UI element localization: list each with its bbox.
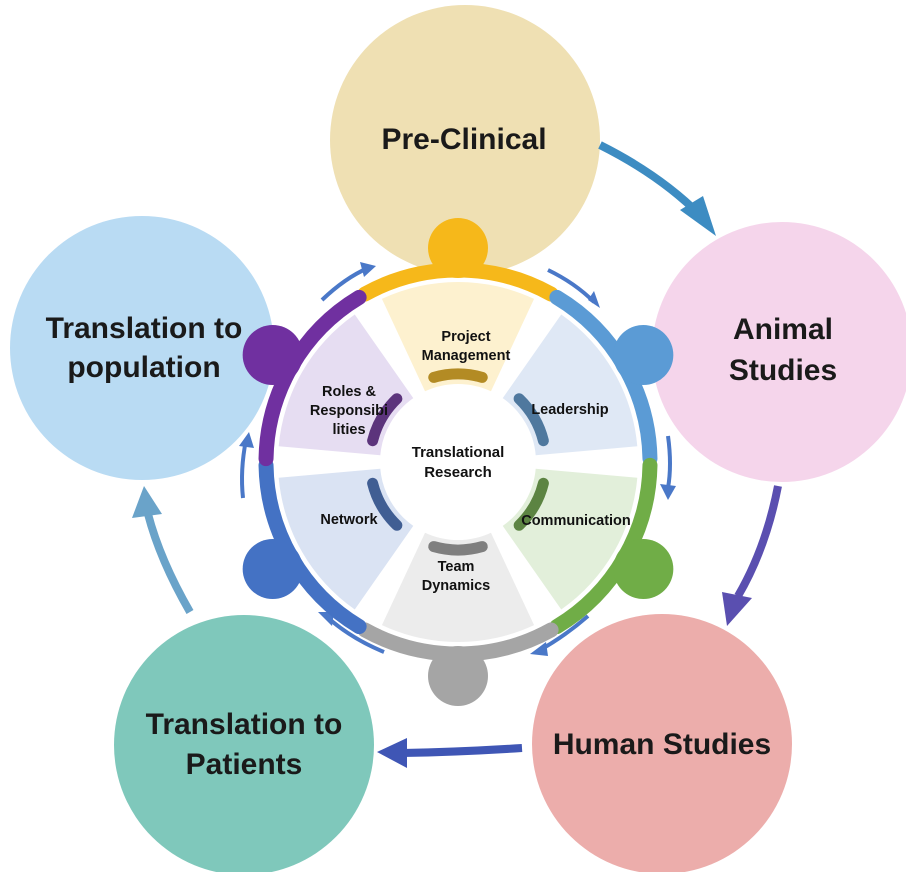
roles-responsibilities-label-line1: Roles & — [322, 384, 377, 400]
arrow-human-to-patients — [401, 744, 523, 757]
human-studies-label: Human Studies — [553, 728, 771, 761]
arrow-patients-to-population — [144, 512, 194, 614]
inner-arrowhead-3 — [660, 484, 676, 500]
network-sector — [278, 468, 414, 610]
arrowhead-patients-to-population — [132, 486, 162, 518]
center-circle — [388, 392, 528, 532]
stage-circles — [10, 5, 906, 872]
inner-arrowhead-6 — [239, 432, 254, 448]
pre-clinical-circle — [330, 5, 600, 275]
leadership-sector — [502, 314, 638, 456]
animal-studies-label-line1: Animal — [733, 313, 833, 346]
roles-responsibilities-label-line2: Responsibi — [310, 403, 388, 419]
center-label-line1: Translational — [412, 444, 505, 461]
network-person-head — [242, 539, 303, 599]
roles-responsibilities-label-line3: lities — [332, 422, 365, 438]
outer-arrows — [132, 141, 782, 768]
project-management-inner-arc — [428, 368, 488, 383]
translation-to-patients-label-line2: Patients — [186, 748, 303, 781]
stage-labels: Pre-Clinical Animal Studies Human Studie… — [46, 123, 838, 781]
arrowhead-human-to-patients — [377, 738, 407, 768]
human-studies-circle — [532, 614, 792, 872]
communication-person-head — [613, 539, 674, 599]
translation-to-population-label-line2: population — [67, 351, 220, 384]
translation-to-patients-label-line1: Translation to — [146, 708, 343, 741]
leadership-inner-arc — [513, 393, 549, 447]
communication-inner-arc — [513, 477, 549, 531]
competency-wheel — [242, 218, 674, 706]
translation-to-population-label-line1: Translation to — [46, 312, 243, 345]
team-dynamics-label-line1: Team — [438, 559, 475, 575]
inner-arrowhead-2 — [588, 291, 600, 308]
team-dynamics-label-line2: Dynamics — [422, 578, 491, 594]
communication-label: Communication — [521, 513, 631, 529]
leadership-label: Leadership — [531, 402, 608, 418]
competency-labels: Project Management Leadership Communicat… — [310, 329, 631, 594]
project-management-person-head — [428, 218, 488, 278]
team-dynamics-inner-arc — [428, 541, 488, 556]
inner-arrowhead-1 — [360, 262, 376, 277]
animal-studies-label-line2: Studies — [729, 354, 837, 387]
translation-to-population-circle — [10, 216, 274, 480]
center-label-line2: Research — [424, 464, 492, 481]
translation-to-patients-circle — [114, 615, 374, 872]
inner-arrowhead-4 — [530, 642, 548, 656]
inner-arrow-6 — [240, 439, 248, 499]
communication-sector — [502, 468, 638, 610]
team-dynamics-person-head — [428, 646, 488, 706]
project-management-label-line2: Management — [422, 348, 511, 364]
network-label: Network — [320, 512, 378, 528]
pre-clinical-label: Pre-Clinical — [381, 123, 546, 156]
arrowhead-pre-to-animal — [680, 196, 716, 236]
roles-responsibilities-person-head — [242, 325, 303, 385]
team-dynamics-sector — [381, 532, 535, 642]
project-management-label-line1: Project — [441, 329, 490, 345]
inner-arrowhead-5 — [318, 612, 334, 626]
arrowhead-animal-to-human — [722, 592, 752, 626]
project-management-sector — [381, 282, 535, 392]
arrow-pre-to-animal — [598, 141, 703, 218]
inner-arrows — [239, 262, 676, 656]
animal-studies-circle — [652, 222, 906, 482]
inner-arrow-3 — [666, 435, 672, 489]
roles-responsibilities-inner-arc — [367, 393, 403, 447]
network-inner-arc — [367, 477, 403, 531]
arrow-animal-to-human — [734, 485, 782, 599]
leadership-person-head — [613, 325, 674, 385]
